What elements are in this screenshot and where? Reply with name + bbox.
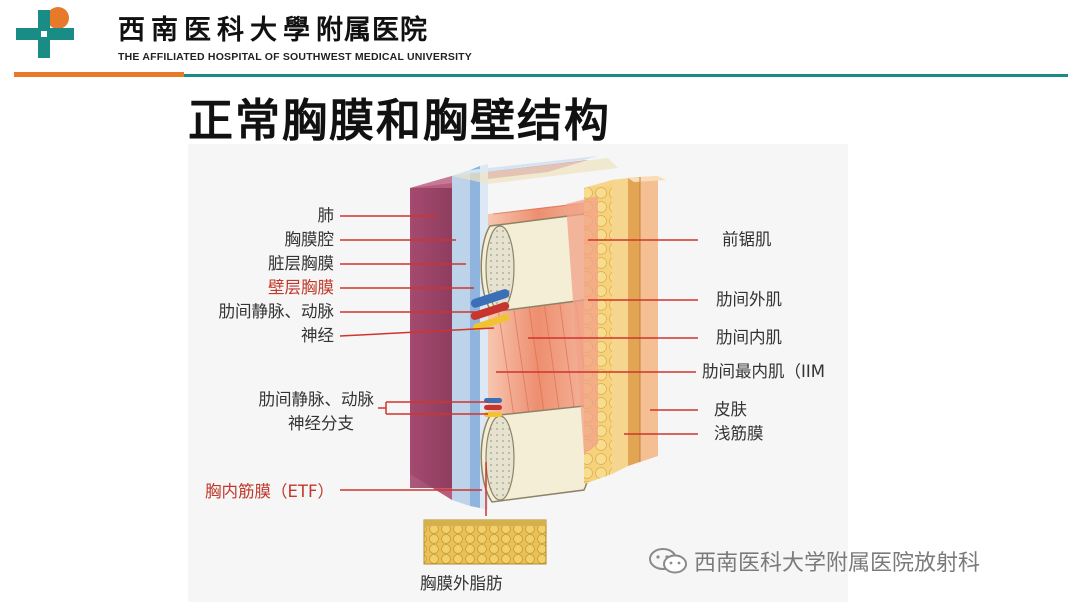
label-intercostal-vessels: 肋间静脉、动脉 xyxy=(218,302,335,321)
label-superficial-fascia: 浅筋膜 xyxy=(714,424,764,443)
label-intercostal-vessels-lower: 肋间静脉、动脉 xyxy=(258,390,375,409)
hospital-name-cn: 西南医科大學附属医院 xyxy=(118,8,428,47)
anatomy-figure: 肺 胸膜腔 脏层胸膜 壁层胸膜 肋间静脉、动脉 神经 肋间静脉、动脉 神经分支 … xyxy=(188,144,848,602)
wechat-icon xyxy=(649,548,687,574)
label-external-intercostal: 肋间外肌 xyxy=(716,290,782,309)
label-etf: 胸内筋膜（ETF） xyxy=(205,482,334,501)
label-nerve: 神经 xyxy=(301,326,334,345)
label-lung: 肺 xyxy=(317,206,335,225)
watermark-text: 西南医科大学附属医院放射科 xyxy=(694,551,981,576)
label-pleural-cavity: 胸膜腔 xyxy=(284,230,335,249)
header-rule-teal xyxy=(184,74,1068,77)
label-nerve-branch: 神经分支 xyxy=(288,414,354,433)
label-internal-intercostal: 肋间内肌 xyxy=(716,328,782,347)
label-visceral-pleura: 脏层胸膜 xyxy=(268,254,334,273)
label-skin: 皮肤 xyxy=(714,400,747,419)
header-rule-orange xyxy=(14,72,184,77)
label-innermost-intercostal: 肋间最内肌（IIM xyxy=(702,362,825,381)
hospital-suffix: 附属医院 xyxy=(316,15,428,46)
watermark: 西南医科大学附属医院放射科 xyxy=(648,545,980,577)
label-extrapleural-fat: 胸膜外脂肪 xyxy=(420,574,503,593)
slide-title: 正常胸膜和胸壁结构 xyxy=(188,94,612,147)
label-parietal-pleura: 壁层胸膜 xyxy=(268,278,334,297)
university-name: 西南医科大學 xyxy=(118,15,316,46)
hospital-name-en: THE AFFILIATED HOSPITAL OF SOUTHWEST MED… xyxy=(118,51,473,63)
slide-header: 西南医科大學附属医院 THE AFFILIATED HOSPITAL OF SO… xyxy=(0,0,1080,82)
chest-wall-diagram xyxy=(339,156,698,565)
label-serratus-anterior: 前锯肌 xyxy=(722,230,772,249)
hospital-logo-icon xyxy=(16,7,74,58)
